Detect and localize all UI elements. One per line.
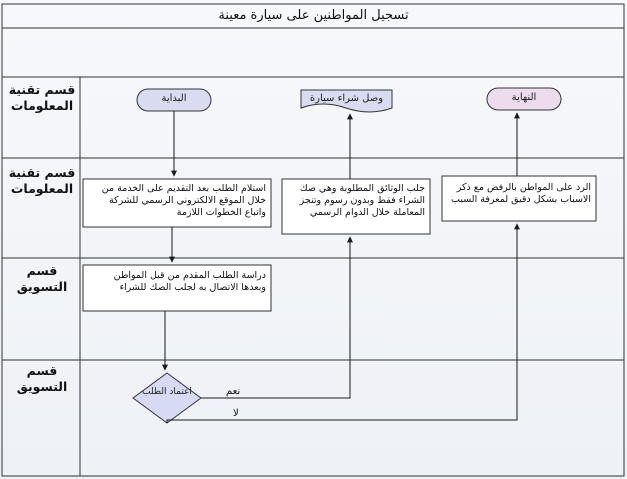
lane-label-2: قسم تقنية المعلومات (8, 165, 76, 196)
edge-no (166, 223, 520, 423)
diagram-title: تسجيل المواطنين على سيارة معينة (218, 8, 409, 23)
document-shape (300, 89, 393, 113)
reject-text: الرد على المواطن بالرفض مع ذكر الاسباب ب… (451, 182, 591, 205)
receive-box (82, 178, 272, 228)
collect-box (281, 178, 431, 235)
lane-label-4: قسم التسويق (16, 363, 68, 394)
decision-diamond (132, 372, 202, 424)
study-text: دراسة الطلب المقدم من قبل المواطن وبعدها… (113, 270, 266, 293)
collect-text: جلب الوثائق المطلوبة وهي صك الشراء فقط و… (299, 183, 425, 218)
start-label: البداية (161, 93, 187, 104)
frame-outer (1, 3, 625, 477)
lane-label-1: قسم تقنية المعلومات (8, 82, 76, 113)
edge-yes-label: نعم (226, 386, 241, 397)
frame-inner (1, 27, 625, 477)
study-box (82, 264, 272, 312)
reject-box (441, 175, 597, 222)
decision-label: اعتماد الطلب (142, 387, 192, 397)
lane-label-3: قسم التسويق (16, 263, 68, 294)
end-label: النهاية (511, 92, 537, 103)
receive-text: استلام الطلب بعد التقديم على الخدمة من خ… (101, 183, 266, 218)
edge-no-label: لا (233, 408, 239, 419)
document-label: وصل شراء سيارة (309, 93, 384, 104)
edge-yes (201, 236, 353, 399)
end-terminal (486, 87, 562, 111)
